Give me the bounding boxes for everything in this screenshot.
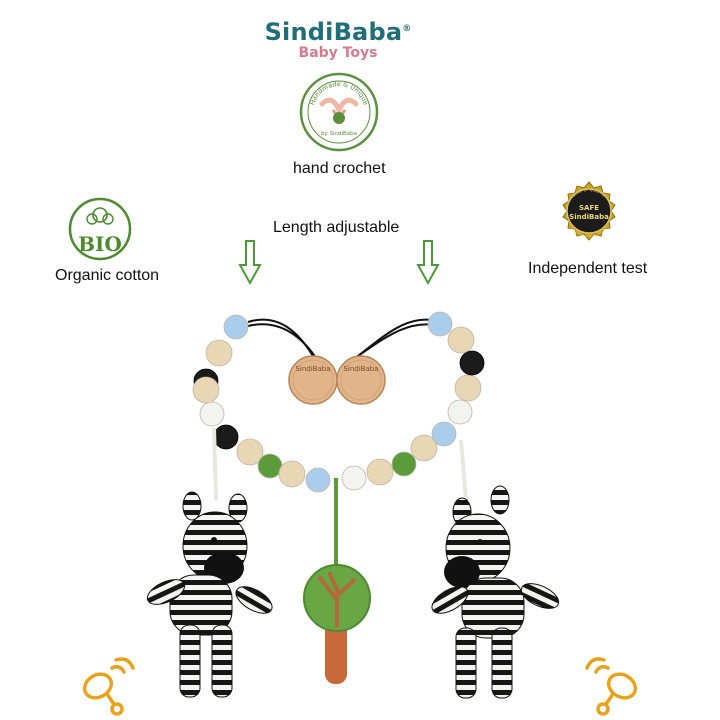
- zebra-right: [431, 485, 560, 699]
- rattle-icon: [82, 657, 135, 716]
- bead: [205, 339, 233, 367]
- rattle-icon: [585, 657, 638, 716]
- brand-name: SindiBaba®: [0, 18, 676, 46]
- bead: [410, 434, 438, 462]
- bead: [447, 399, 473, 425]
- bead: [305, 467, 331, 493]
- registered-mark: ®: [402, 24, 412, 34]
- bead-chain: [192, 311, 485, 493]
- bead: [459, 350, 485, 376]
- bead: [257, 453, 283, 479]
- caption-independent-test: Independent test: [528, 260, 648, 277]
- bead: [278, 460, 306, 488]
- zebra-left: [146, 491, 273, 698]
- bead: [192, 376, 220, 404]
- down-arrow-icon: [416, 240, 440, 286]
- bead: [236, 438, 264, 466]
- bio-label: BIO: [78, 232, 122, 256]
- bead: [454, 374, 482, 402]
- bead: [341, 465, 367, 491]
- bead: [213, 424, 239, 450]
- wooden-clip-right: SindiBaba: [336, 355, 386, 405]
- safe-seal-icon: Seal of Quality SAFE SindiBaba Independe…: [562, 181, 616, 241]
- bead: [427, 311, 453, 337]
- safe-seal-top-text: Seal of Quality: [571, 187, 606, 199]
- safe-seal-center-text: SAFE: [579, 204, 599, 212]
- handmade-seal-inner-text: by SindiBaba: [321, 131, 357, 137]
- bead: [447, 326, 475, 354]
- bead: [366, 458, 394, 486]
- caption-hand-crochet: hand crochet: [293, 160, 386, 177]
- caption-length-adjustable: Length adjustable: [273, 219, 400, 236]
- brand-name-text: SindiBaba: [264, 18, 403, 46]
- hanging-strings: [212, 427, 468, 501]
- clip-engraving: SindiBaba: [343, 365, 378, 373]
- clip-engraving: SindiBaba: [295, 365, 330, 373]
- brand-subtitle: Baby Toys: [298, 45, 378, 61]
- handmade-seal-icon: Handmade & Unique by SindiBaba: [299, 72, 379, 152]
- elastic-cords: [247, 318, 441, 359]
- safe-seal-brand-text: SindiBaba: [569, 213, 609, 221]
- bead: [223, 314, 249, 340]
- bead: [391, 451, 417, 477]
- caption-organic-cotton: Organic cotton: [55, 267, 160, 284]
- bead: [431, 421, 457, 447]
- tree-pendant: [303, 564, 371, 684]
- bead: [199, 401, 225, 427]
- down-arrow-icon: [238, 240, 262, 286]
- bio-cotton-icon: BIO: [68, 197, 132, 261]
- wooden-clip-left: SindiBaba: [288, 355, 338, 405]
